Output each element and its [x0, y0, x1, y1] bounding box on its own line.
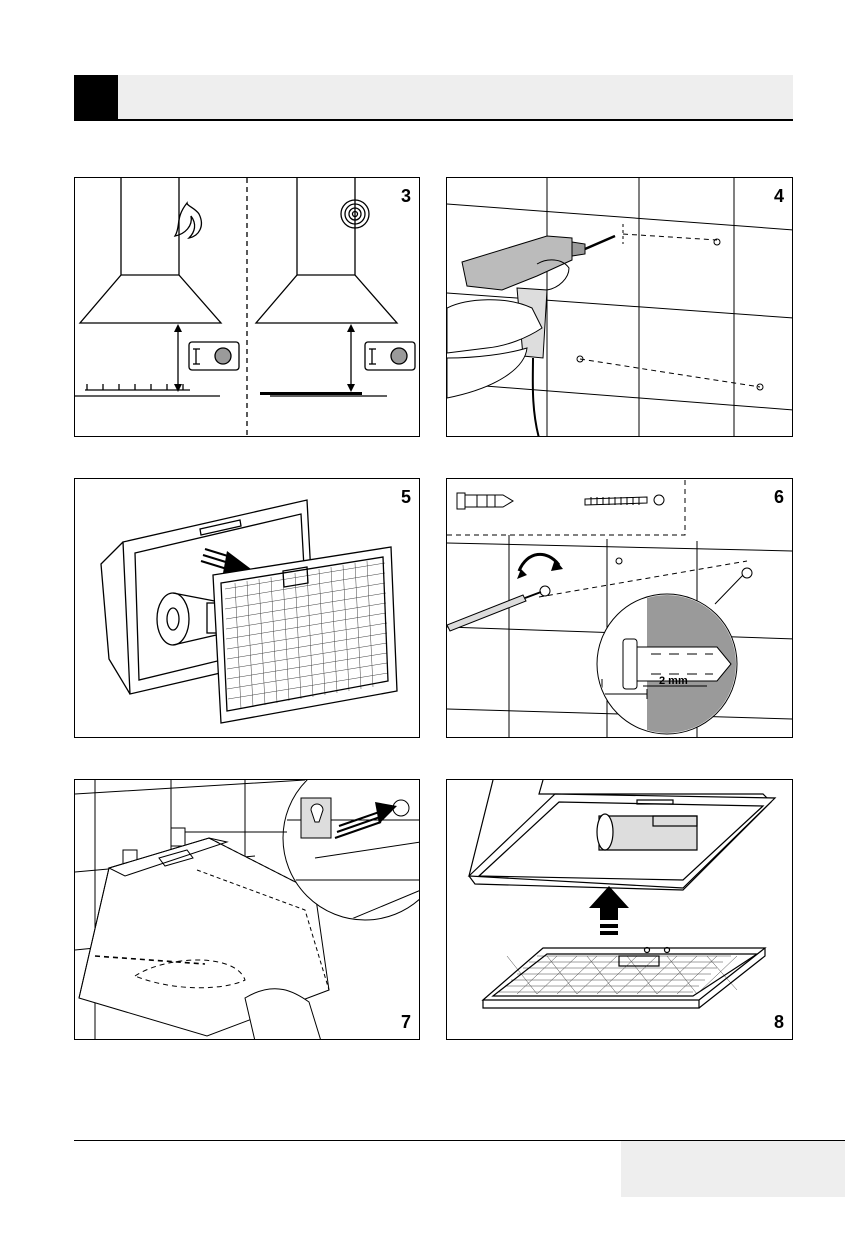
figure-6-panel: 2 mm 6	[446, 478, 793, 738]
figure-8-number: 8	[774, 1013, 784, 1031]
figure-4-number: 4	[774, 187, 784, 205]
figure-7-illustration	[75, 780, 420, 1040]
figure-6-illustration	[447, 479, 793, 738]
figure-3-panel: 3	[74, 177, 420, 437]
figure-7-number: 7	[401, 1013, 411, 1031]
footer-page-box	[621, 1141, 845, 1197]
figure-5-number: 5	[401, 488, 411, 506]
figure-3-number: 3	[401, 187, 411, 205]
figure-6-callout: 2 mm	[659, 675, 688, 687]
figure-8-panel: 8	[446, 779, 793, 1040]
figure-3-illustration	[75, 178, 420, 437]
section-marker-square	[74, 75, 118, 119]
figure-6-number: 6	[774, 488, 784, 506]
section-header-bar	[74, 75, 793, 121]
figure-4-illustration	[447, 178, 793, 437]
figure-8-illustration	[447, 780, 793, 1040]
figure-7-panel: 7	[74, 779, 420, 1040]
figure-4-panel: 4	[446, 177, 793, 437]
figure-5-panel: 5	[74, 478, 420, 738]
figure-5-illustration	[75, 479, 420, 738]
